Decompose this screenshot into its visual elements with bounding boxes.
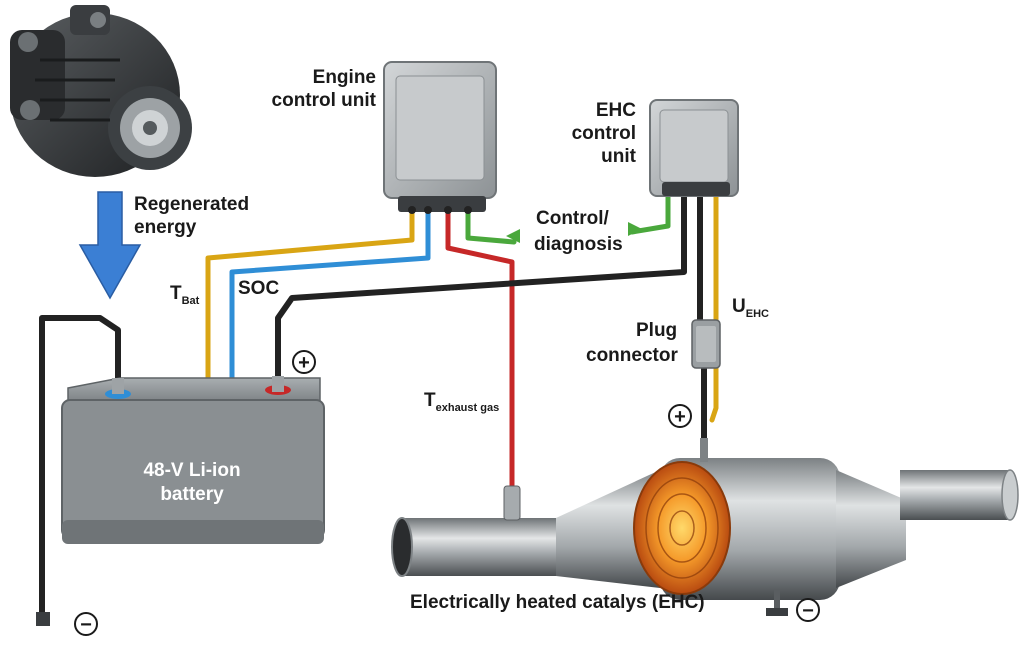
- engine-control-unit: [383, 61, 497, 214]
- control-label-line2: diagnosis: [534, 234, 623, 255]
- control-label-line1: Control/: [536, 208, 609, 229]
- texhaust-label: Texhaust gas: [424, 390, 500, 414]
- svg-text:−: −: [802, 600, 814, 622]
- exhaust-temp-wire: [445, 207, 515, 493]
- ecu-label-line1: Engine: [312, 67, 376, 88]
- ecu-label-line2: control unit: [271, 90, 376, 111]
- plug-label-line1: Plug: [636, 320, 678, 341]
- battery-ground-wire: [39, 315, 121, 621]
- soc-wire: [229, 207, 431, 395]
- svg-text:−: −: [80, 614, 92, 636]
- tbat-label: TBat: [170, 283, 200, 307]
- ehc-plus-symbol: +: [668, 404, 692, 428]
- svg-text:+: +: [298, 352, 310, 374]
- svg-text:+: +: [674, 406, 686, 428]
- control-arrow-right: [628, 222, 642, 236]
- tbat-wire: [205, 207, 415, 395]
- regenerated-label-line2: energy: [134, 217, 197, 238]
- uehc-label: UEHC: [732, 296, 769, 320]
- battery-label-line1: 48-V Li-ion: [143, 460, 241, 481]
- ehc-unit-label-line2: control: [571, 123, 636, 144]
- regenerated-label-line1: Regenerated: [134, 194, 250, 215]
- control-diagnosis-wire: [465, 207, 517, 245]
- uehc-wire: [709, 192, 719, 423]
- ehc-minus-symbol: −: [796, 598, 820, 622]
- exhaust-system: [391, 438, 1019, 616]
- control-diagnosis-wire-right: [629, 192, 671, 235]
- ehc-caption: Electrically heated catalys (EHC): [410, 592, 705, 613]
- soc-label: SOC: [238, 278, 280, 299]
- control-arrow-left: [506, 229, 520, 243]
- battery: [61, 376, 325, 544]
- battery-plus-symbol: +: [292, 350, 316, 374]
- ehc-control-unit: [649, 99, 739, 197]
- ehc-unit-label-line1: EHC: [595, 100, 636, 121]
- battery-minus-symbol: −: [74, 612, 98, 636]
- battery-label-line2: battery: [160, 484, 224, 505]
- battery-plus-wire: [275, 192, 687, 381]
- battery-ground-stud: [36, 612, 50, 626]
- plug-label-line2: connector: [586, 345, 678, 366]
- plug-connector: [691, 319, 721, 369]
- alternator-image: [10, 5, 192, 177]
- ehc-unit-label-line3: unit: [601, 146, 636, 167]
- regenerated-energy-arrow: [78, 191, 142, 300]
